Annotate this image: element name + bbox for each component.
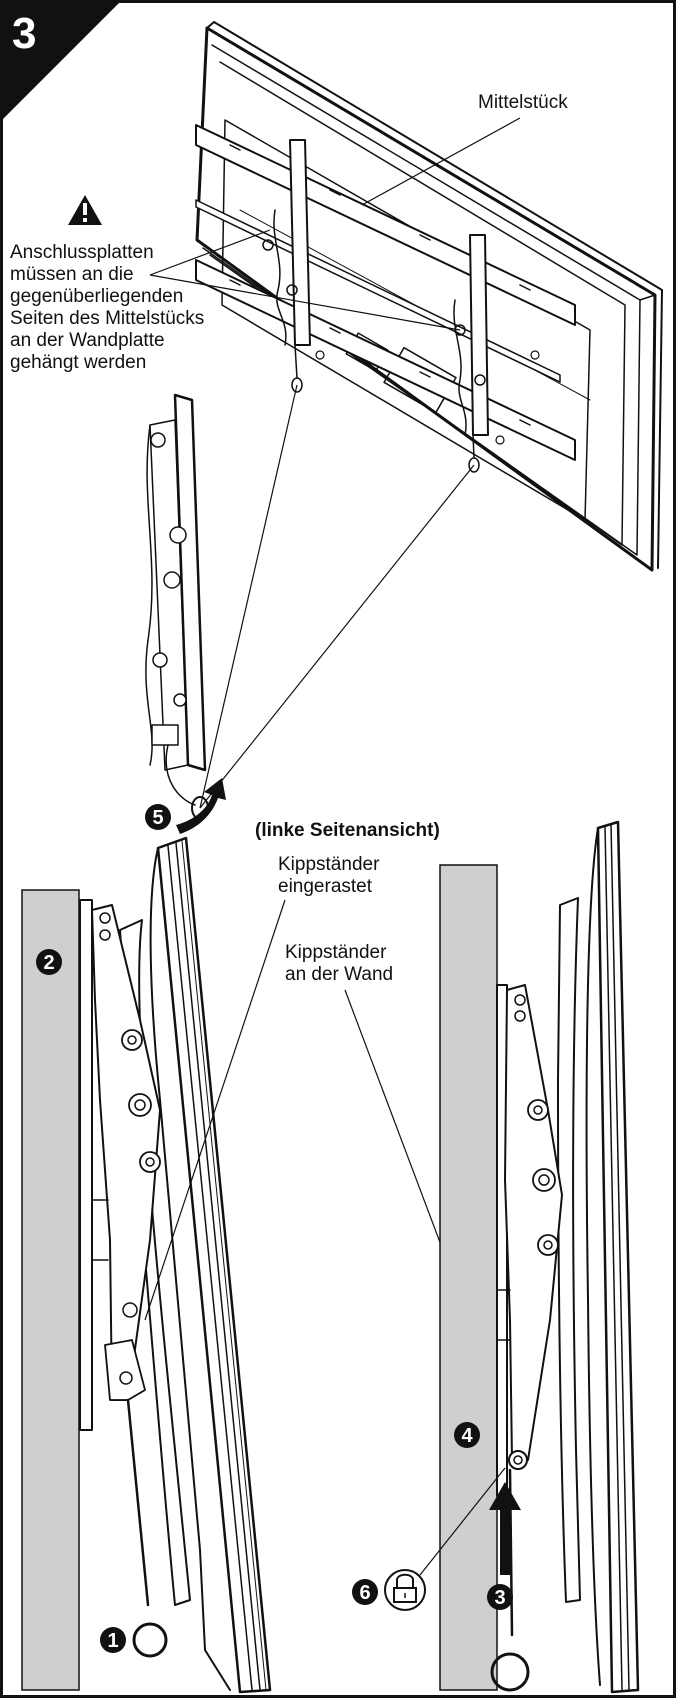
warning-line-3: gegenüberliegenden bbox=[10, 286, 183, 307]
svg-text:4: 4 bbox=[461, 1425, 473, 1447]
svg-text:5: 5 bbox=[152, 807, 163, 829]
callout-1: 1 bbox=[100, 1627, 126, 1653]
svg-text:1: 1 bbox=[107, 1630, 118, 1652]
guide-lines bbox=[199, 384, 475, 809]
tv-side-right bbox=[557, 820, 640, 1694]
warning-leaders bbox=[149, 229, 461, 331]
warning-text: Anschlussplatten müssen an die gegenüber… bbox=[10, 242, 204, 373]
tilt-locked-leader bbox=[144, 899, 286, 1321]
callout-4: 4 bbox=[454, 1422, 480, 1448]
center-piece-label: Mittelstück bbox=[478, 92, 568, 113]
tv-back-view bbox=[195, 21, 663, 572]
wall-left bbox=[21, 889, 80, 1691]
callout-5: 5 bbox=[145, 804, 171, 830]
tilt-locked-line-2: eingerastet bbox=[278, 876, 373, 897]
lock-leader bbox=[419, 1467, 506, 1576]
warning-line-4: Seiten des Mittelstücks bbox=[10, 308, 204, 329]
warning-line-6: gehängt werden bbox=[10, 352, 146, 373]
tilt-wall-line-1: Kippständer bbox=[285, 942, 387, 963]
warning-icon bbox=[68, 195, 102, 225]
svg-text:2: 2 bbox=[43, 952, 54, 974]
bracket-left bbox=[79, 899, 168, 1658]
arrow-up-icon bbox=[489, 1482, 521, 1575]
curved-arrow-icon bbox=[176, 778, 226, 834]
side-view-label: (linke Seitenansicht) bbox=[255, 820, 440, 841]
padlock-icon bbox=[384, 1569, 426, 1611]
warning-line-2: müssen an die bbox=[10, 264, 134, 285]
callout-3: 3 bbox=[487, 1584, 513, 1610]
center-piece-leader bbox=[361, 117, 521, 206]
callout-2: 2 bbox=[36, 949, 62, 975]
mounting-arm bbox=[145, 393, 209, 820]
warning-line-5: an der Wandplatte bbox=[10, 330, 165, 351]
tilt-wall-line-2: an der Wand bbox=[285, 964, 393, 985]
svg-text:6: 6 bbox=[359, 1582, 370, 1604]
bracket-right bbox=[490, 984, 563, 1692]
step-number: 3 bbox=[12, 9, 36, 58]
tilt-locked-line-1: Kippständer bbox=[278, 854, 380, 875]
warning-line-1: Anschlussplatten bbox=[10, 242, 154, 263]
callout-6: 6 bbox=[352, 1579, 378, 1605]
svg-text:3: 3 bbox=[494, 1587, 505, 1609]
step-badge: 3 bbox=[0, 0, 122, 122]
wall-right bbox=[439, 864, 498, 1691]
